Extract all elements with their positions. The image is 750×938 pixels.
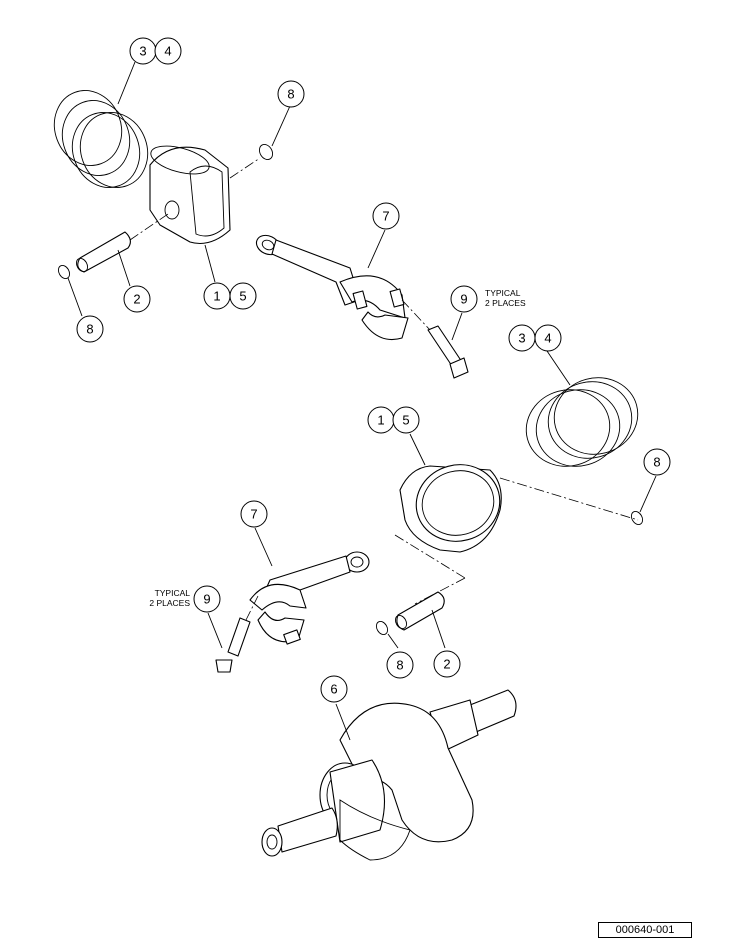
- svg-text:1: 1: [377, 413, 384, 428]
- svg-text:3: 3: [518, 331, 525, 346]
- svg-text:7: 7: [382, 209, 389, 224]
- svg-text:2 PLACES: 2 PLACES: [149, 598, 190, 608]
- piston-pin-low: [394, 591, 445, 631]
- piston-rings-mid: [525, 377, 639, 467]
- callout-2-low: 2: [433, 650, 461, 678]
- callout-5-top: 5: [229, 282, 257, 310]
- callout-8-top-left: 8: [76, 315, 104, 343]
- note-typical-top: TYPICAL 2 PLACES: [485, 288, 526, 308]
- callout-8-low: 8: [386, 651, 414, 679]
- svg-text:4: 4: [164, 44, 171, 59]
- callout-1-mid: 1: [367, 406, 395, 434]
- svg-text:9: 9: [460, 292, 467, 307]
- svg-text:8: 8: [653, 455, 660, 470]
- callout-5-mid: 5: [392, 406, 420, 434]
- piston-top: [149, 145, 231, 245]
- svg-text:TYPICAL: TYPICAL: [155, 588, 191, 598]
- callout-1-top: 1: [203, 282, 231, 310]
- piston-mid: [394, 464, 639, 605]
- callout-8-mid: 8: [643, 448, 671, 476]
- connecting-rod-top: [255, 234, 409, 341]
- svg-text:3: 3: [139, 44, 146, 59]
- clip-low: [375, 620, 389, 636]
- piston-pin-top: [75, 213, 169, 273]
- clip-top-right: [229, 144, 274, 179]
- svg-text:TYPICAL: TYPICAL: [485, 288, 521, 298]
- svg-text:2 PLACES: 2 PLACES: [485, 298, 526, 308]
- callout-7-top: 7: [372, 202, 400, 230]
- callout-3-top: 3: [129, 37, 157, 65]
- svg-text:2: 2: [133, 292, 140, 307]
- rod-bolt-top: [401, 299, 469, 379]
- svg-text:8: 8: [396, 658, 403, 673]
- svg-text:8: 8: [287, 87, 294, 102]
- callout-3-mid: 3: [508, 324, 536, 352]
- svg-text:5: 5: [239, 289, 246, 304]
- figure-id-label: 000640-001: [598, 922, 692, 938]
- callout-2-top: 2: [123, 285, 151, 313]
- callout-6: 6: [320, 675, 348, 703]
- rod-bolt-low: [215, 595, 259, 673]
- svg-text:2: 2: [443, 657, 450, 672]
- callout-4-top: 4: [154, 37, 182, 65]
- svg-text:8: 8: [86, 322, 93, 337]
- svg-text:9: 9: [203, 592, 210, 607]
- callout-4-mid: 4: [534, 324, 562, 352]
- clip-mid-right: [630, 510, 644, 526]
- svg-text:7: 7: [250, 507, 257, 522]
- piston-rings-top: [53, 90, 149, 188]
- crankshaft: [261, 689, 517, 861]
- svg-text:1: 1: [213, 289, 220, 304]
- callout-8-top-right: 8: [277, 80, 305, 108]
- callout-7-low: 7: [240, 500, 268, 528]
- note-typical-low: TYPICAL 2 PLACES: [149, 588, 190, 608]
- clip-top-left: [57, 264, 71, 280]
- callout-9-top: 9: [450, 285, 478, 313]
- callout-9-low: 9: [193, 585, 221, 613]
- connecting-rod-low: [249, 551, 370, 645]
- svg-text:5: 5: [402, 413, 409, 428]
- leader-lines: [67, 61, 657, 741]
- svg-text:6: 6: [330, 682, 337, 697]
- svg-text:4: 4: [544, 331, 551, 346]
